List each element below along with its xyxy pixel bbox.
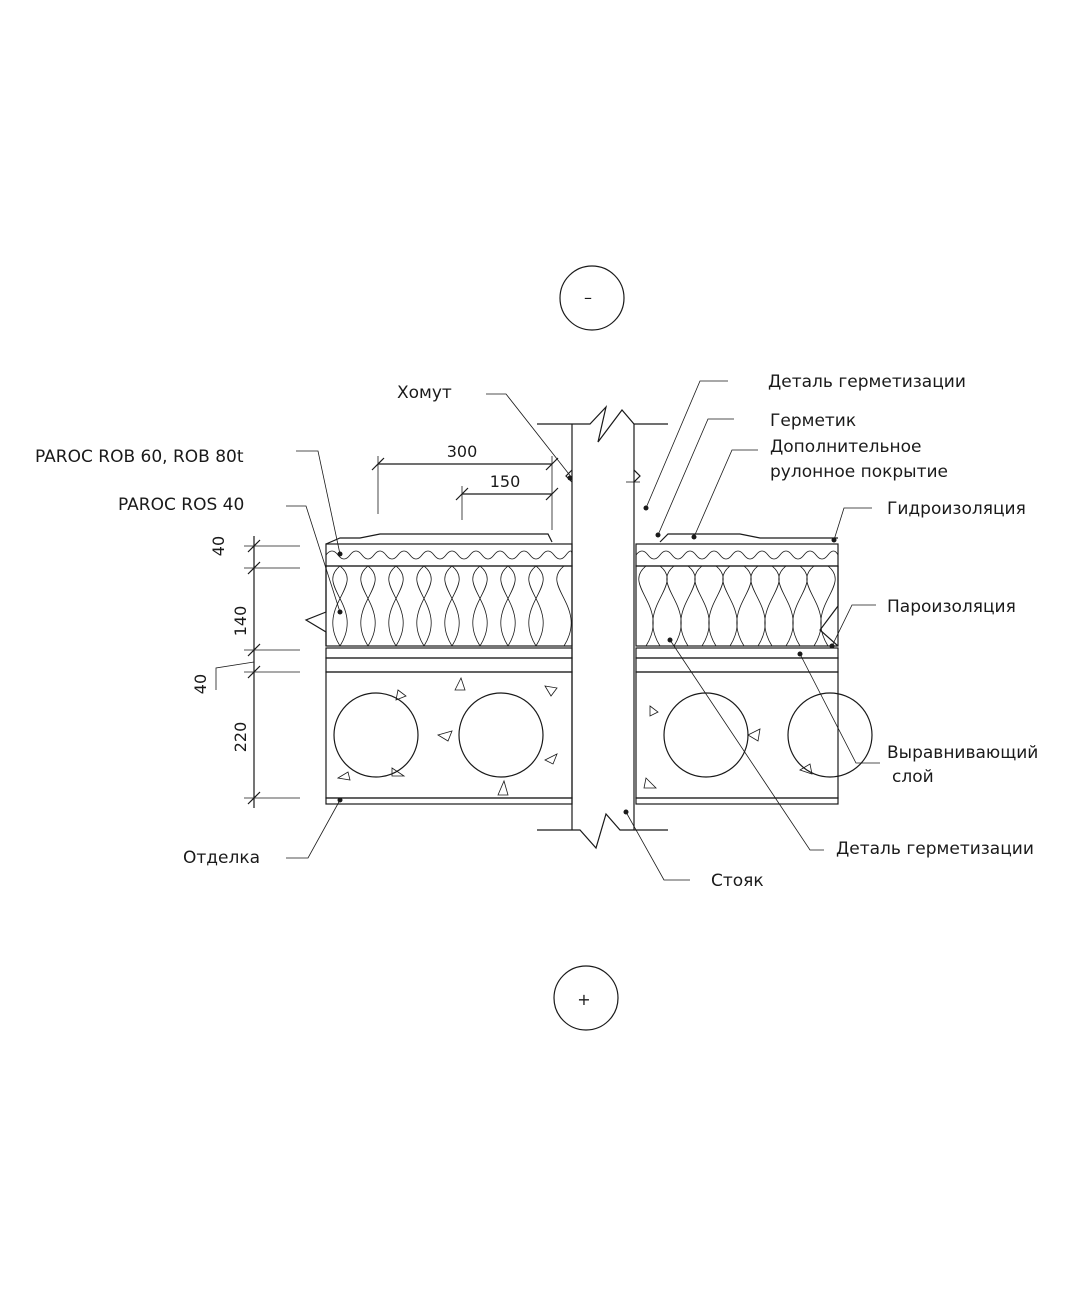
label-paroc-ros: PAROC ROS 40	[118, 495, 244, 515]
label-leveling-line2: слой	[892, 767, 934, 787]
dim-140: 140	[231, 606, 250, 637]
label-vapor-barrier: Пароизоляция	[887, 597, 1016, 617]
dim-150: 150	[490, 472, 521, 491]
label-seal-detail-top: Деталь герметизации	[768, 372, 966, 392]
label-finish: Отделка	[183, 848, 260, 868]
riser-pipe	[537, 404, 668, 850]
label-waterproofing: Гидроизоляция	[887, 499, 1026, 519]
bottom-marker-symbol: +	[577, 990, 590, 1009]
label-clamp: Хомут	[397, 383, 452, 403]
right-slab	[635, 533, 873, 805]
top-marker-circle	[559, 265, 625, 331]
left-slab	[325, 533, 573, 805]
label-sealant: Герметик	[770, 411, 856, 431]
dim-40-top: 40	[209, 536, 228, 556]
label-riser: Стояк	[711, 871, 764, 891]
bottom-marker-circle	[553, 965, 619, 1031]
top-marker-symbol: –	[584, 288, 592, 307]
dim-300: 300	[447, 442, 478, 461]
dim-220: 220	[231, 722, 250, 753]
label-seal-detail-bottom: Деталь герметизации	[836, 839, 1034, 859]
dimension-lines	[215, 456, 559, 808]
dim-40-low: 40	[191, 674, 210, 694]
label-additional-line2: рулонное покрытие	[770, 462, 948, 482]
label-leveling-line1: Выравнивающий	[887, 743, 1038, 763]
label-paroc-rob: PAROC ROB 60, ROB 80t	[35, 447, 244, 467]
label-additional-line1: Дополнительное	[770, 437, 921, 457]
